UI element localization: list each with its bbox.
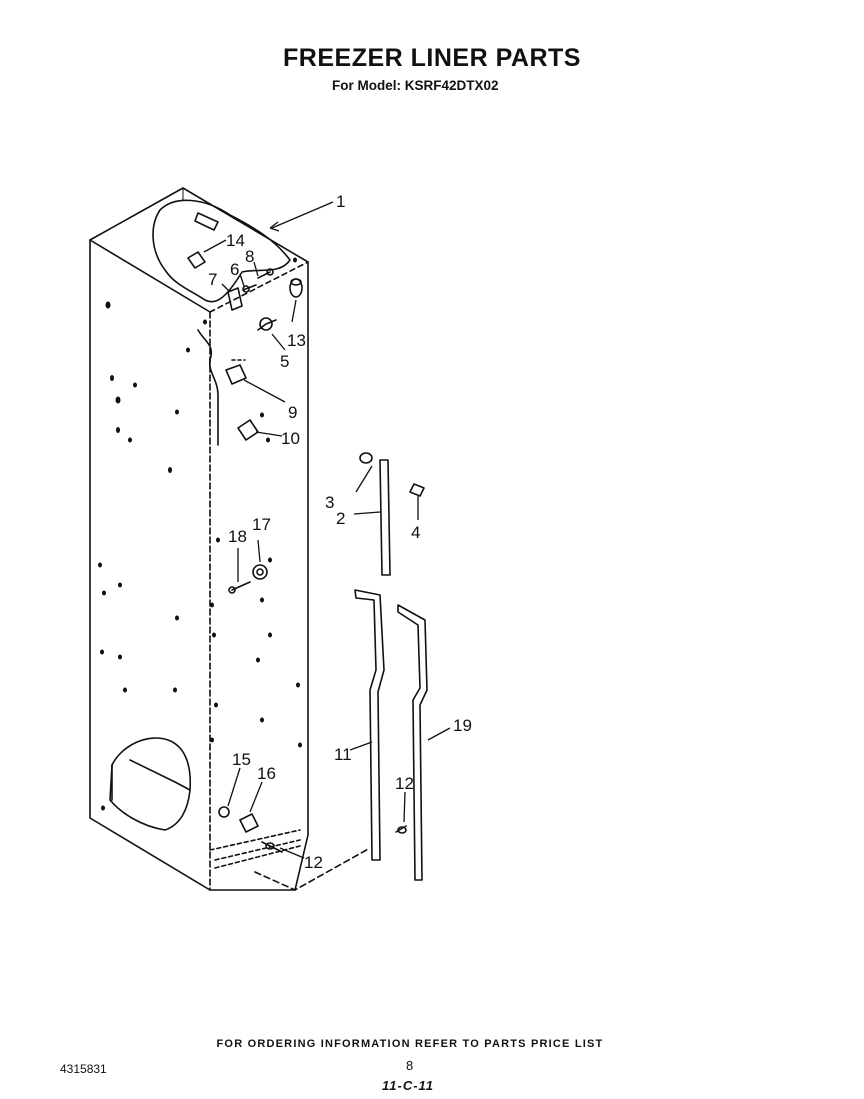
- callout-3: 3: [325, 493, 334, 512]
- freezer-liner-cabinet: [89, 187, 371, 891]
- callout-2: 2: [336, 509, 345, 528]
- page-number: 8: [406, 1058, 414, 1073]
- callout-9: 9: [288, 403, 297, 422]
- leader-lines: [203, 201, 451, 859]
- part-3-cap: [359, 452, 373, 464]
- model-subtitle: For Model: KSRF42DTX02: [332, 78, 499, 93]
- part-19-rail: [397, 604, 428, 881]
- callout-19: 19: [453, 716, 472, 735]
- callout-15: 15: [232, 750, 251, 769]
- part-6-screw: [242, 284, 257, 293]
- callout-7: 7: [208, 270, 217, 289]
- page-title: FREEZER LINER PARTS: [283, 44, 581, 72]
- callout-labels: 1 14 8 6 7 13 5 9 10 3 2 4 17 18 19 11 1…: [208, 192, 472, 872]
- handwritten-annotation: 11-C-11: [382, 1078, 435, 1093]
- part-17-spacer: [252, 564, 268, 580]
- callout-11: 11: [334, 745, 352, 764]
- callout-13: 13: [287, 331, 306, 350]
- part-4-screw: [409, 483, 425, 497]
- part-2-rail: [379, 459, 391, 576]
- part-16-clip: [239, 813, 259, 833]
- callout-1: 1: [336, 192, 345, 211]
- part-5-fastener: [257, 317, 277, 331]
- part-8-screw: [257, 268, 274, 279]
- callout-16: 16: [257, 764, 276, 783]
- callout-6: 6: [230, 260, 239, 279]
- part-12-screw-right: [395, 825, 407, 834]
- part-11-rail: [354, 589, 385, 861]
- cabinet-mounting-holes: [98, 257, 302, 811]
- part-10-hinge: [237, 419, 259, 441]
- part-13-grommet: [289, 278, 303, 298]
- part-7-clip: [227, 287, 243, 311]
- callout-12-right: 12: [395, 774, 414, 793]
- callout-10: 10: [281, 429, 300, 448]
- document-number: 4315831: [60, 1062, 107, 1076]
- callout-5: 5: [280, 352, 289, 371]
- part-12-screw-bottom: [261, 841, 283, 853]
- part-15-nut: [218, 806, 230, 818]
- callout-4: 4: [411, 523, 420, 542]
- part-14-bracket: [187, 251, 206, 269]
- part-18-screw: [228, 581, 251, 594]
- callout-14: 14: [226, 231, 245, 250]
- callout-12-bottom: 12: [304, 853, 323, 872]
- ordering-info-note: FOR ORDERING INFORMATION REFER TO PARTS …: [216, 1038, 604, 1050]
- callout-8: 8: [245, 247, 254, 266]
- callout-17: 17: [252, 515, 271, 534]
- part-9-bracket: [225, 359, 247, 385]
- callout-18: 18: [228, 527, 247, 546]
